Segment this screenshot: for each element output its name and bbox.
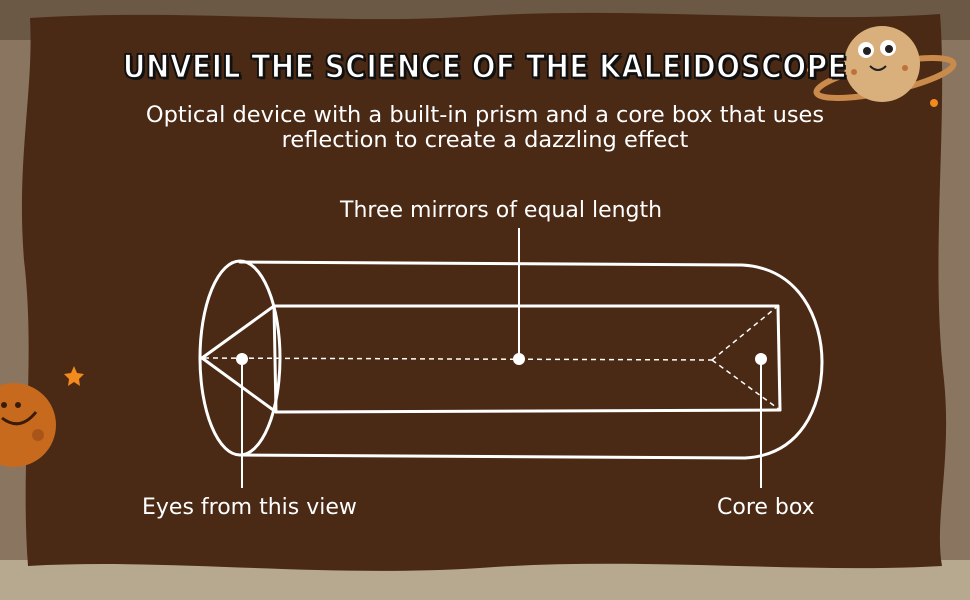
eyes-dot	[236, 353, 248, 365]
optical-axis	[203, 357, 713, 361]
hidden-lines	[203, 305, 781, 411]
eyes-label: Eyes from this view	[142, 495, 357, 520]
tube-top-edge	[238, 260, 744, 267]
page-title: UNVEIL THE SCIENCE OF THE KALEIDOSCOPE	[122, 47, 848, 87]
prism-front-face	[200, 304, 278, 414]
content-panel	[21, 12, 947, 571]
prism-back-edge	[776, 304, 782, 412]
core-dot	[755, 353, 767, 365]
smiley-planet-icon	[0, 383, 56, 467]
callouts	[236, 228, 767, 488]
core-box-label: Core box	[717, 495, 815, 520]
kaleidoscope-diagram	[198, 259, 824, 460]
star-icon	[64, 366, 84, 386]
prism-bottom-edge	[274, 408, 782, 414]
mirrors-label: Three mirrors of equal length	[340, 198, 663, 223]
mirrors-dot	[513, 353, 525, 365]
core-end-cap	[740, 263, 824, 460]
page-subtitle: Optical device with a built-in prism and…	[145, 102, 825, 153]
tube-bottom-edge	[238, 453, 747, 460]
planet-mascot-icon	[807, 26, 957, 107]
